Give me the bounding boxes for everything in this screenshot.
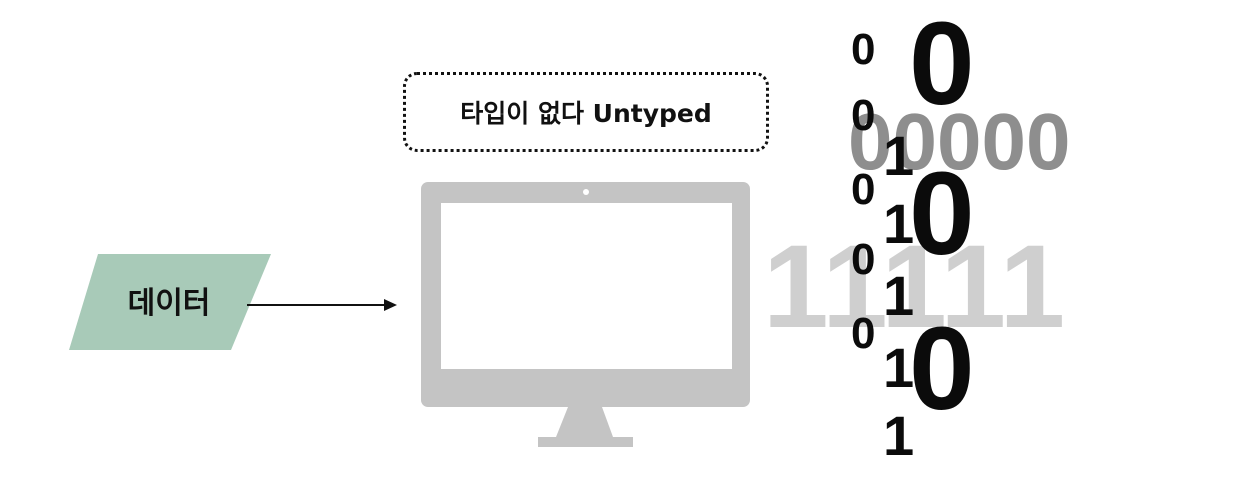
small-zero-digit: 0 <box>851 91 876 140</box>
one-digit: 1 <box>883 124 915 187</box>
arrow-head-icon <box>384 299 397 311</box>
untyped-callout: 타입이 없다 Untyped <box>403 72 769 152</box>
small-zero-digit: 0 <box>851 309 876 358</box>
one-digit: 1 <box>883 404 915 467</box>
one-digit: 1 <box>883 264 915 327</box>
small-zero-digit: 0 <box>851 165 876 214</box>
small-zero-digit: 0 <box>851 235 876 284</box>
data-input-shape <box>69 254 271 350</box>
big-zero-digit: 0 <box>909 0 975 130</box>
one-digit: 1 <box>883 336 915 399</box>
one-digit: 1 <box>883 192 915 255</box>
monitor-icon <box>421 182 750 447</box>
untyped-callout-label: 타입이 없다 Untyped <box>460 99 712 128</box>
light-ones-row: 11111 <box>763 221 1066 353</box>
mid-zeros-row: 00000 <box>848 97 1071 186</box>
small-zero-digit: 0 <box>851 25 876 74</box>
data-input-label: 데이터 <box>127 286 211 321</box>
big-zero-digit: 0 <box>909 148 975 280</box>
big-zero-digit: 0 <box>909 303 975 435</box>
